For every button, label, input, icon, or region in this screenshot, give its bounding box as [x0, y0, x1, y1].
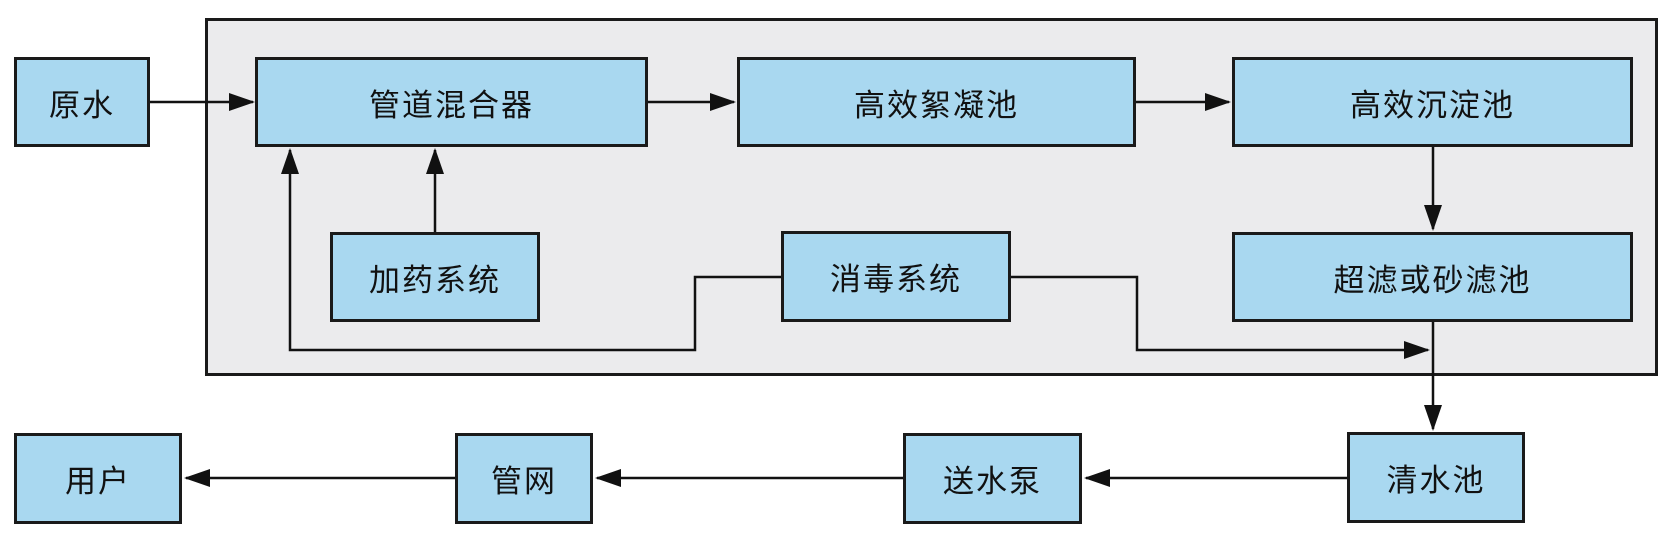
node-flocculation-tank: 高效絮凝池 [737, 57, 1136, 147]
node-filter-tank-label: 超滤或砂滤池 [1333, 262, 1532, 298]
node-water-pump: 送水泵 [903, 433, 1082, 524]
node-users: 用户 [14, 433, 182, 524]
node-raw-water: 原水 [14, 57, 150, 147]
node-dosing-system: 加药系统 [330, 232, 540, 322]
node-disinfection-system-label: 消毒系统 [830, 262, 962, 297]
node-pipe-network: 管网 [455, 433, 593, 524]
node-filter-tank: 超滤或砂滤池 [1232, 232, 1633, 322]
node-clear-water-tank: 清水池 [1347, 432, 1525, 523]
node-dosing-system-label: 加药系统 [369, 262, 501, 298]
edge-disinfection-mixer [281, 148, 781, 352]
node-pipe-mixer: 管道混合器 [255, 57, 648, 147]
node-raw-water-label: 原水 [49, 87, 115, 123]
node-sedimentation-tank: 高效沉淀池 [1232, 57, 1633, 147]
node-pipe-network-label: 管网 [491, 464, 557, 499]
node-flocculation-tank-label: 高效絮凝池 [854, 87, 1019, 123]
node-water-pump-label: 送水泵 [943, 464, 1042, 499]
edge-disinfection-outlet [1011, 275, 1430, 359]
node-clear-water-tank-label: 清水池 [1386, 463, 1486, 498]
node-sedimentation-tank-label: 高效沉淀池 [1350, 87, 1515, 123]
node-pipe-mixer-label: 管道混合器 [369, 87, 534, 123]
node-users-label: 用户 [65, 464, 131, 499]
node-disinfection-system: 消毒系统 [781, 231, 1011, 322]
